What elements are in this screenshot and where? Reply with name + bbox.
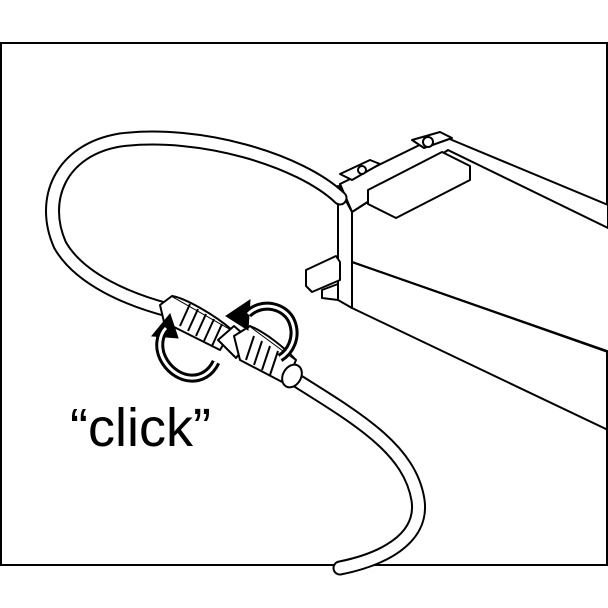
cable	[45, 130, 426, 576]
click-caption: “click”	[70, 398, 211, 458]
driver-box	[305, 131, 608, 431]
arrowheads	[151, 299, 251, 339]
